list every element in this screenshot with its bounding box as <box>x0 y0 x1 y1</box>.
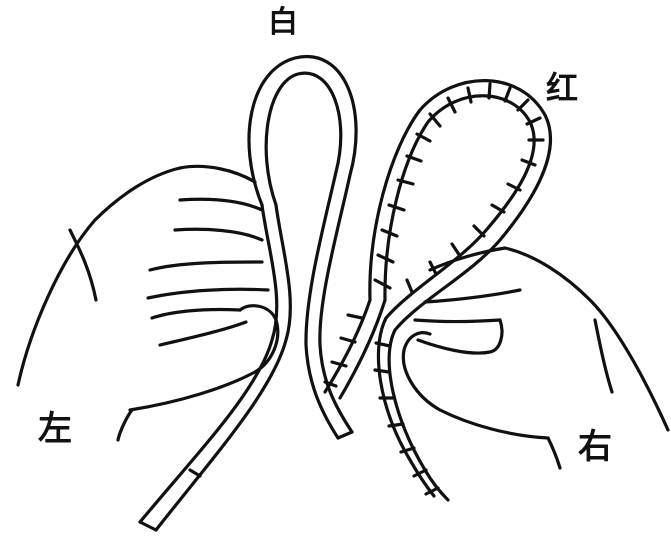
right-hand <box>403 248 668 468</box>
label-right: 右 <box>578 430 612 464</box>
label-red: 红 <box>546 72 578 104</box>
label-white: 白 <box>268 8 298 38</box>
left-hand <box>18 166 278 440</box>
label-left: 左 <box>38 412 72 446</box>
